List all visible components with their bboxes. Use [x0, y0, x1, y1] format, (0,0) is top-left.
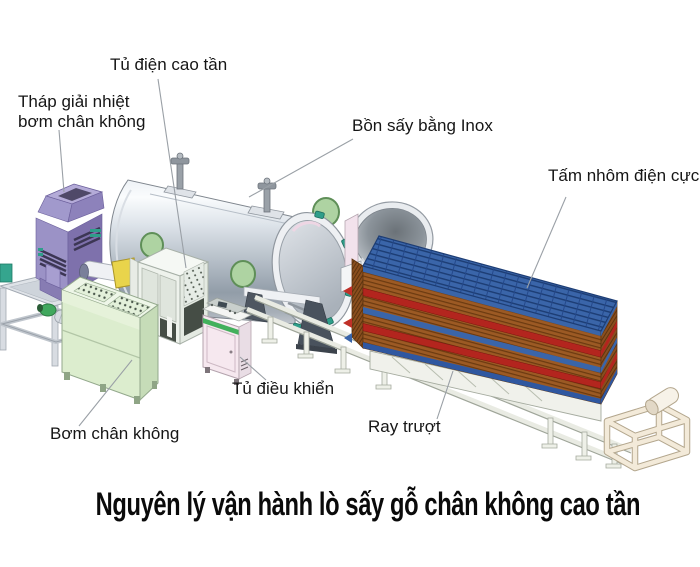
label-tank: Bồn sấy bằng Inox: [352, 116, 493, 135]
pink-lining: [291, 221, 321, 232]
red-plate-tip: [343, 318, 352, 328]
door-handle: [229, 350, 233, 354]
leader-tank: [248, 138, 354, 198]
pump-feet: [64, 372, 157, 404]
control-console: [205, 297, 249, 314]
console-screen: [217, 301, 228, 308]
label-vacuum-pump: Bơm chân không: [50, 424, 180, 443]
vent-grille: [184, 298, 204, 336]
pump-vent-grid: [107, 295, 151, 317]
wood-stack-right-end: [600, 300, 618, 405]
wood-stack-front: [362, 265, 602, 405]
label-control-cabinet: Tủ điều khiển: [232, 379, 335, 398]
tower-vents: [38, 226, 101, 277]
blue-plate-tip: [344, 333, 352, 343]
pump-vent-grid: [73, 282, 117, 303]
label-electrode-plate: Tấm nhôm điện cực: [548, 166, 700, 185]
tank-fitting: [163, 152, 197, 199]
tank-cap-highlight: [115, 189, 135, 306]
leader-rail: [436, 370, 454, 420]
leader-control-cabinet: [239, 356, 267, 381]
diagram-title: Nguyên lý vận hành lò sấy gỗ chân không …: [95, 486, 641, 522]
leader-hf-cabinet: [157, 78, 187, 269]
electrode-wood-stack-illustration: [343, 235, 618, 405]
tank-seam: [149, 193, 299, 227]
label-hf-cabinet: Tủ điện cao tần: [110, 55, 228, 74]
indicator-panel: [183, 261, 205, 307]
wood-stack-end: [351, 258, 364, 349]
green-stripe: [203, 318, 239, 335]
tank-fitting: [247, 177, 285, 220]
leader-lines: [58, 78, 567, 427]
leader-vacuum-pump: [78, 359, 133, 427]
control-cabinet-illustration: [201, 297, 253, 385]
cart-roller: [645, 387, 679, 416]
valve-cap: [37, 304, 43, 312]
vacuum-pump-illustration: [60, 276, 160, 404]
label-slide-rail: Ray trượt: [368, 417, 441, 436]
cabinet-door: [159, 274, 177, 323]
label-cooling-tower: Tháp giải nhiệt bơm chân không: [18, 92, 146, 131]
electrode-top-grid: [362, 235, 618, 332]
title-row: Nguyên lý vận hành lò sấy gỗ chân không …: [0, 486, 700, 523]
leader-electrode: [526, 196, 567, 289]
loading-cart-illustration: [603, 387, 691, 472]
tank-porthole: [230, 260, 256, 288]
control-door: [206, 325, 236, 373]
teal-unit: [0, 263, 13, 283]
cabinet-slot: [167, 316, 172, 338]
red-plate-tip: [343, 286, 352, 296]
leader-cooling-tower: [58, 129, 65, 193]
